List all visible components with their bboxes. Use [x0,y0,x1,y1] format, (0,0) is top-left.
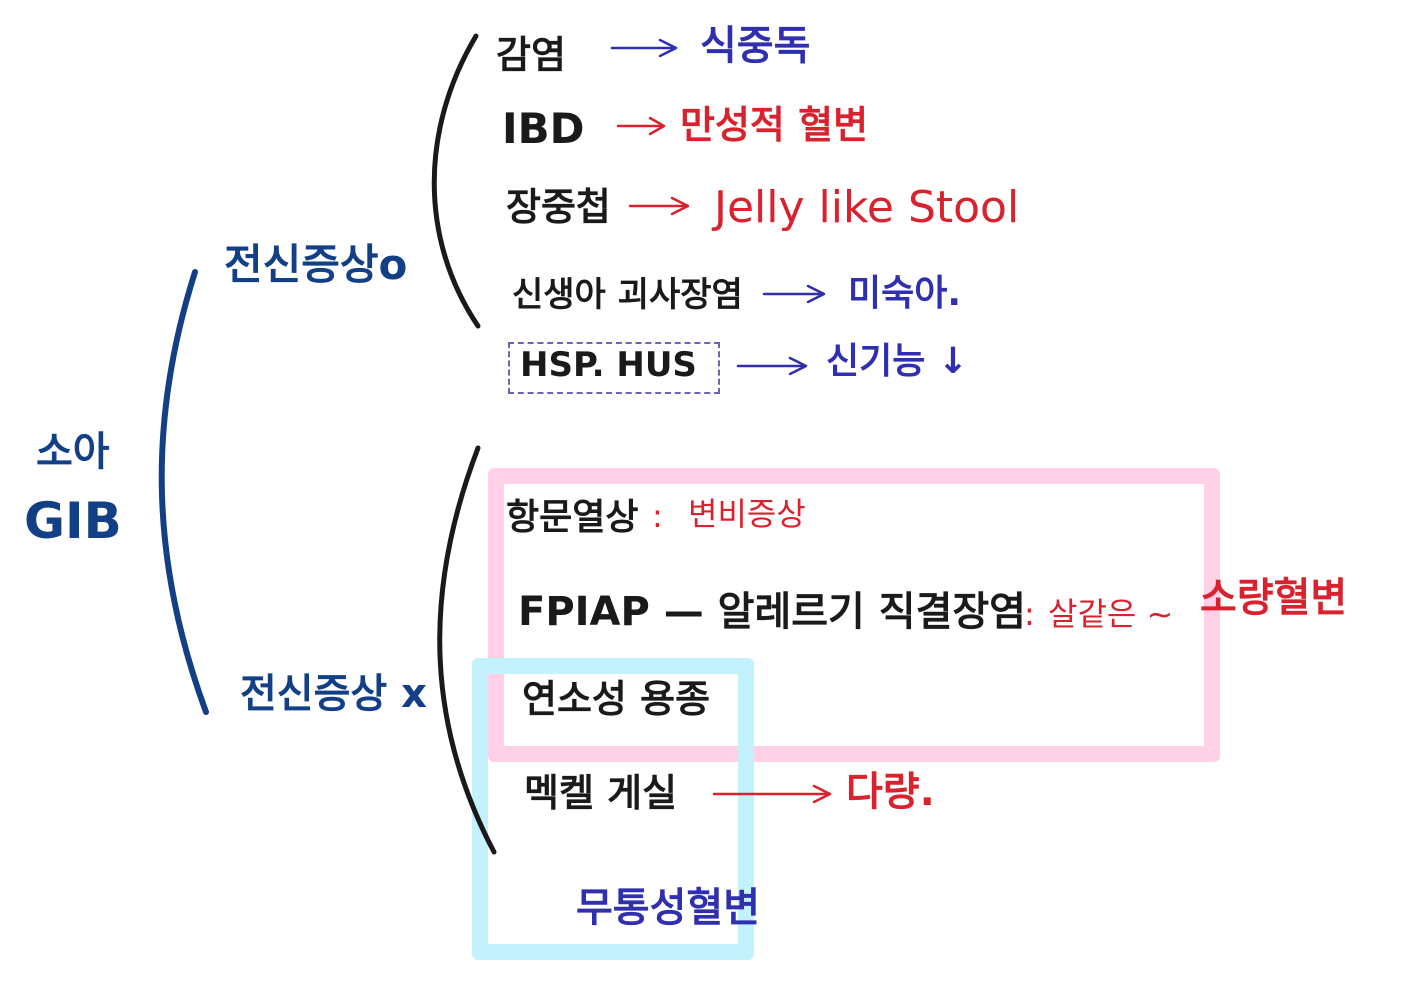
item-fpiap: FPIAP — 알레르기 직결장염 [518,589,1026,635]
branch-systemic-no: 전신증상 x [240,671,427,717]
note-fpiap: 살같은 ~ [1048,595,1174,633]
item-juvenile-polyp: 연소성 용종 [522,677,711,721]
note-anal-fissure: 변비증상 [688,495,806,533]
note-nec: 미숙아. [848,273,962,314]
painless-group-box [472,658,754,960]
item-hsp-hus: HSP. HUS [520,345,697,385]
small-bleed-group-box [488,468,1220,762]
note-ibd: 만성적 혈변 [680,103,869,147]
arrow-meckel [712,784,832,804]
bottom-bracket [437,445,497,855]
label-small-bleed: 소량혈변 [1200,575,1348,621]
item-intussusception: 장중첩 [506,185,611,229]
item-nec: 신생아 괴사장염 [512,275,743,315]
root-label-line2: GIB [24,492,122,550]
top-bracket [431,33,481,329]
arrow-hsp [736,356,808,376]
sep-fpiap: : [1024,595,1035,633]
root-bracket [158,269,209,715]
item-meckel: 멕켈 게실 [524,771,678,815]
note-infection: 식중독 [700,23,811,69]
hsp-hus-dashed-box [508,342,720,394]
item-anal-fissure: 항문열상 [506,497,639,538]
label-painless-bleed: 무통성혈변 [576,885,760,931]
branch-systemic-yes: 전신증상o [224,240,408,289]
note-hsp-hus: 신기능 ↓ [826,341,969,382]
note-meckel: 다량. [846,769,935,815]
sep-anal-fissure: : [652,497,663,535]
arrow-intussusception [628,196,690,216]
arrow-nec [762,284,826,304]
root-label-line1: 소아 [36,429,110,475]
note-intussusception: Jelly like Stool [714,182,1020,233]
item-infection: 감염 [496,33,566,77]
item-ibd: IBD [502,104,585,153]
arrow-infection [610,38,678,58]
arrow-ibd [616,116,666,136]
